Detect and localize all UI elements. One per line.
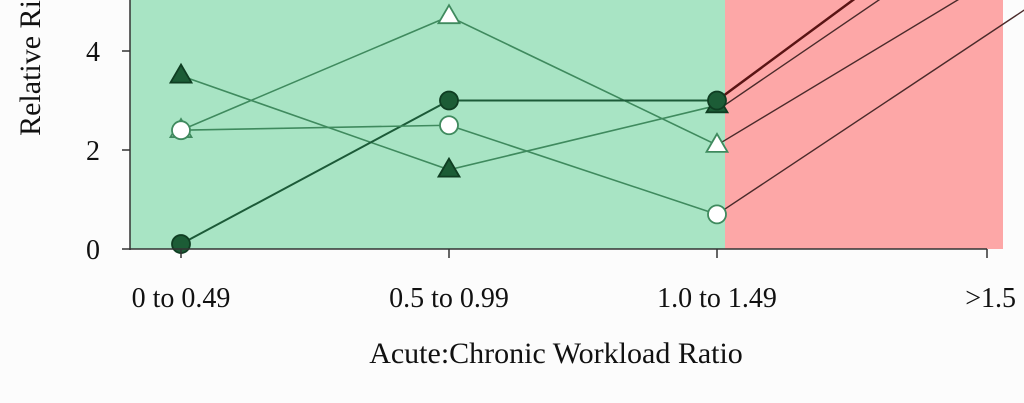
marker-open-triangle-2 <box>436 3 462 25</box>
x-tick-label-4: >1.5 <box>965 283 1016 314</box>
marker-open-circle-1 <box>171 120 191 141</box>
tick-labels: 0 2 4 0 to 0.49 0.5 to 0.99 1.0 to 1.49 >1.5 <box>86 37 1016 314</box>
rising-line-1 <box>716 0 856 102</box>
axes <box>122 0 988 258</box>
x-tick-label-3: 1.0 to 1.49 <box>657 283 777 314</box>
y-tick-label-4: 4 <box>86 37 100 68</box>
x-axis-title: Acute:Chronic Workload Ratio <box>369 337 743 370</box>
y-tick-label-2: 2 <box>86 136 100 167</box>
x-tick-label-1: 0 to 0.49 <box>132 283 231 314</box>
marker-open-circle-2 <box>439 115 459 136</box>
y-axis-title: Relative Ri <box>14 0 47 136</box>
marker-filled-triangle-1 <box>168 62 194 84</box>
rising-line-3 <box>716 0 960 146</box>
danger-zone <box>725 0 1003 249</box>
marker-filled-circle-2 <box>439 90 459 111</box>
marker-filled-triangle-2 <box>436 156 462 178</box>
marker-filled-circle-3 <box>707 90 727 111</box>
y-tick-label-0: 0 <box>86 235 100 266</box>
marker-open-circle-3 <box>707 204 727 225</box>
rising-line-4 <box>716 9 1024 215</box>
rising-line-2 <box>716 0 881 111</box>
marker-open-triangle-3 <box>704 132 730 153</box>
safe-zone <box>130 0 725 249</box>
x-tick-label-2: 0.5 to 0.99 <box>389 283 509 314</box>
background-zones <box>130 0 1003 249</box>
